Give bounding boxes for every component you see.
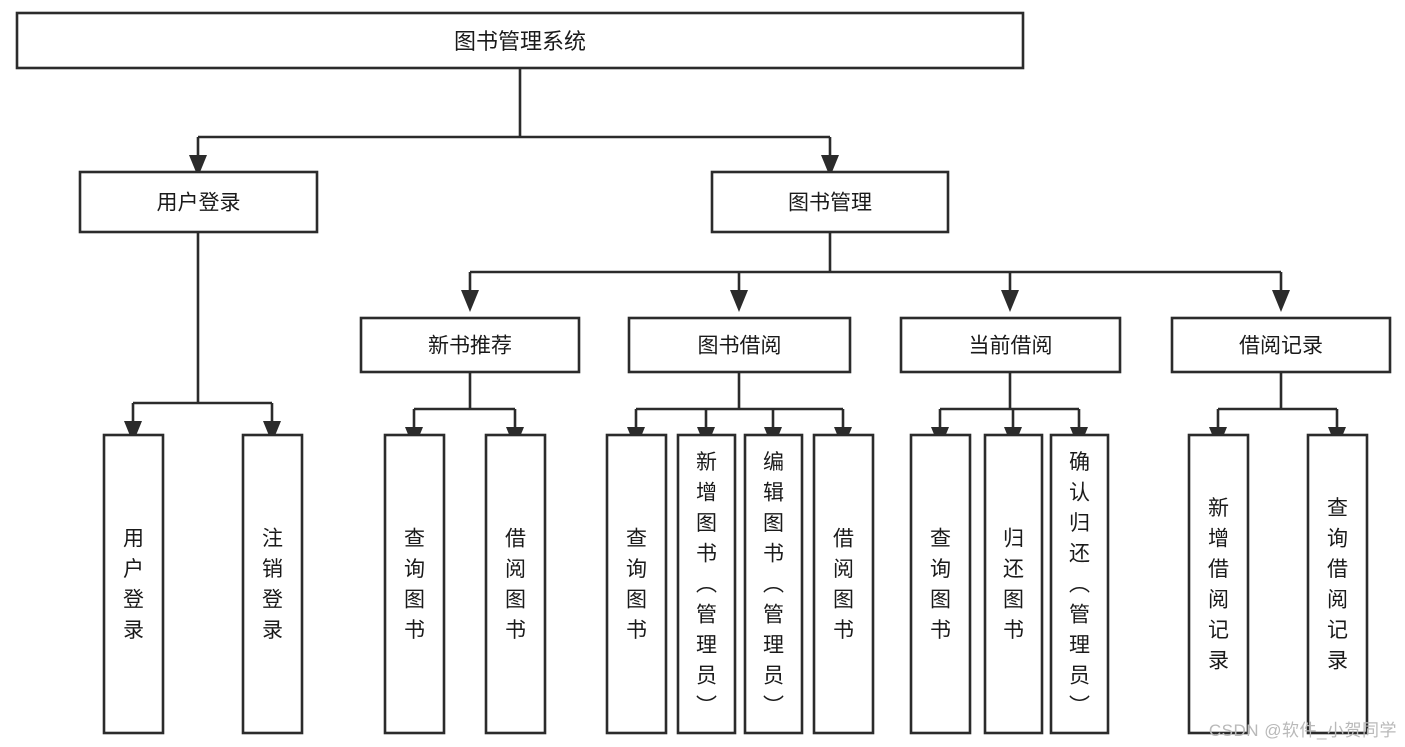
node-leaf-add-book[interactable]: 新增图书︵管理员︶	[676, 433, 737, 735]
node-label-leaf-confirm-return: 确认归还︵管理员︶	[1069, 451, 1090, 718]
arrow-head-icon	[730, 290, 748, 312]
arrow-head-icon	[821, 155, 839, 177]
node-leaf-borrow-book-1[interactable]: 借阅图书	[484, 433, 547, 735]
node-label-leaf-query-book-2: 查询图书	[626, 527, 647, 642]
node-leaf-borrow-book-2[interactable]: 借阅图书	[812, 433, 875, 735]
node-root[interactable]: 图书管理系统	[15, 11, 1025, 70]
node-label-user-login: 用户登录	[157, 192, 241, 215]
node-label-new-book-rec: 新书推荐	[428, 335, 512, 358]
node-box-borrow-record[interactable]	[1170, 316, 1392, 374]
node-label-borrow-record: 借阅记录	[1239, 335, 1323, 358]
node-box-leaf-borrow-book-1[interactable]	[484, 433, 547, 735]
arrow-head-icon	[1001, 290, 1019, 312]
node-new-book-rec[interactable]: 新书推荐	[359, 316, 581, 374]
node-leaf-confirm-return[interactable]: 确认归还︵管理员︶	[1049, 433, 1110, 735]
arrow-head-icon	[263, 421, 281, 443]
node-box-leaf-add-book[interactable]	[676, 433, 737, 735]
node-user-login[interactable]: 用户登录	[78, 170, 319, 234]
node-borrow-record[interactable]: 借阅记录	[1170, 316, 1392, 374]
node-leaf-return-book[interactable]: 归还图书	[983, 433, 1044, 735]
node-box-leaf-query-record[interactable]	[1306, 433, 1369, 735]
node-box-leaf-return-book[interactable]	[983, 433, 1044, 735]
node-box-leaf-user-login[interactable]	[102, 433, 165, 735]
node-label-leaf-user-login: 用户登录	[123, 527, 144, 642]
node-box-book-manage[interactable]	[710, 170, 950, 234]
node-box-leaf-query-book-2[interactable]	[605, 433, 668, 735]
node-current-borrow[interactable]: 当前借阅	[899, 316, 1122, 374]
node-label-leaf-borrow-book-2: 借阅图书	[833, 527, 854, 642]
node-box-leaf-add-record[interactable]	[1187, 433, 1250, 735]
node-box-user-login[interactable]	[78, 170, 319, 234]
node-box-leaf-edit-book[interactable]	[743, 433, 804, 735]
node-label-leaf-return-book: 归还图书	[1003, 527, 1024, 642]
node-book-borrow[interactable]: 图书借阅	[627, 316, 852, 374]
node-box-new-book-rec[interactable]	[359, 316, 581, 374]
node-label-current-borrow: 当前借阅	[969, 335, 1053, 358]
node-leaf-user-logout[interactable]: 注销登录	[241, 433, 304, 735]
node-label-leaf-add-book: 新增图书︵管理员︶	[696, 451, 717, 718]
arrow-head-icon	[1272, 290, 1290, 312]
node-box-book-borrow[interactable]	[627, 316, 852, 374]
node-leaf-query-book-1[interactable]: 查询图书	[383, 433, 446, 735]
node-book-manage[interactable]: 图书管理	[710, 170, 950, 234]
node-box-leaf-user-logout[interactable]	[241, 433, 304, 735]
node-leaf-query-book-3[interactable]: 查询图书	[909, 433, 972, 735]
node-label-leaf-add-record: 新增借阅记录	[1208, 496, 1229, 672]
node-layer: 图书管理系统用户登录图书管理新书推荐图书借阅当前借阅借阅记录用户登录注销登录查询…	[15, 11, 1392, 735]
node-box-current-borrow[interactable]	[899, 316, 1122, 374]
node-box-root[interactable]	[15, 11, 1025, 70]
node-leaf-query-book-2[interactable]: 查询图书	[605, 433, 668, 735]
node-label-book-manage: 图书管理	[788, 192, 872, 215]
node-label-leaf-query-book-1: 查询图书	[404, 527, 425, 642]
node-box-leaf-query-book-3[interactable]	[909, 433, 972, 735]
node-label-leaf-query-book-3: 查询图书	[930, 527, 951, 642]
node-leaf-user-login[interactable]: 用户登录	[102, 433, 165, 735]
node-box-leaf-borrow-book-2[interactable]	[812, 433, 875, 735]
node-label-leaf-borrow-book-1: 借阅图书	[505, 527, 526, 642]
connector-layer	[124, 68, 1346, 449]
node-leaf-add-record[interactable]: 新增借阅记录	[1187, 433, 1250, 735]
node-box-leaf-confirm-return[interactable]	[1049, 433, 1110, 735]
node-label-root: 图书管理系统	[454, 29, 586, 54]
node-leaf-edit-book[interactable]: 编辑图书︵管理员︶	[743, 433, 804, 735]
arrow-head-icon	[461, 290, 479, 312]
arrow-head-icon	[189, 155, 207, 177]
node-label-book-borrow: 图书借阅	[698, 335, 782, 358]
node-label-leaf-edit-book: 编辑图书︵管理员︶	[763, 451, 784, 718]
node-label-leaf-query-record: 查询借阅记录	[1327, 496, 1348, 672]
node-box-leaf-query-book-1[interactable]	[383, 433, 446, 735]
arrow-head-icon	[124, 421, 142, 443]
node-leaf-query-record[interactable]: 查询借阅记录	[1306, 433, 1369, 735]
node-label-leaf-user-logout: 注销登录	[262, 527, 283, 642]
